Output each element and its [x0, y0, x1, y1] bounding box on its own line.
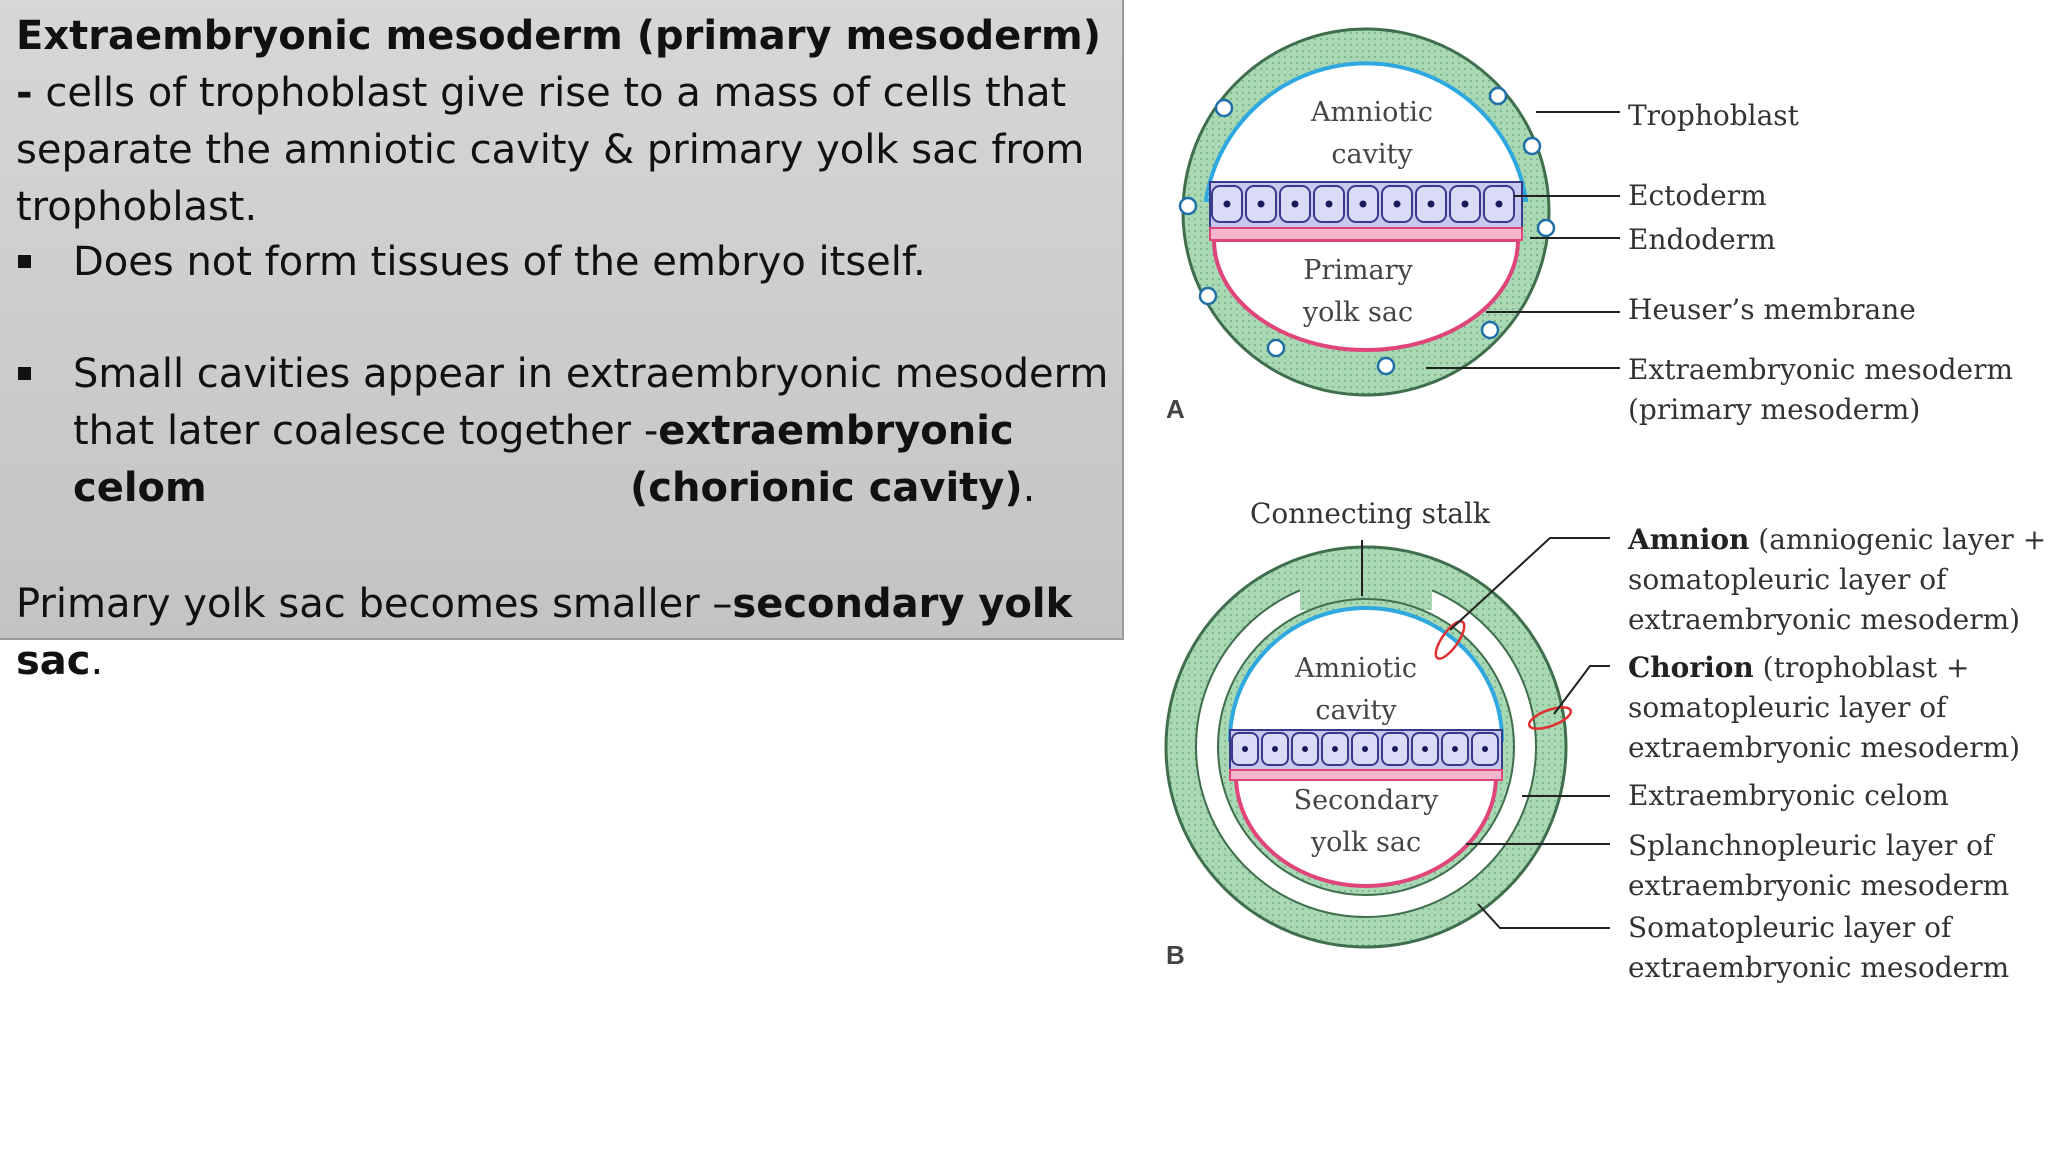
- label-ectoderm: Ectoderm: [1628, 179, 1767, 212]
- label-somatopleuric-layer: Somatopleuric layer of extraembryonic mes…: [1628, 908, 2009, 988]
- b-amnion-marker: [1434, 620, 1466, 660]
- b-amniotic-label-line2: cavity: [1315, 695, 1397, 726]
- bullet-2-line-2: that later coalesce together -extraembry…: [73, 403, 1122, 517]
- label-heusers-membrane: Heuser’s membrane: [1628, 293, 1916, 326]
- a-embryonic-disc: [1209, 181, 1523, 241]
- bullet-2-bold-term: extraembryonic celom: [73, 408, 1014, 511]
- closing-paragraph: Primary yolk sac becomes smaller –second…: [16, 576, 1122, 690]
- label-chorion-term: Chorion: [1628, 651, 1754, 684]
- label-connecting-stalk: Connecting stalk: [1250, 497, 1490, 530]
- bullet-2-bold-term-2: (chorionic cavity): [630, 465, 1023, 511]
- label-amnion-line3: extraembryonic mesoderm): [1628, 603, 2021, 636]
- bullet-marker-1: [18, 255, 31, 268]
- label-chorion-line3: extraembryonic mesoderm): [1628, 731, 2021, 764]
- a-amniotic-cavity: [1203, 61, 1529, 202]
- label-chorion-rest: (trophoblast +: [1753, 651, 1970, 684]
- label-somatopleuric-line2: extraembryonic mesoderm: [1628, 951, 2010, 984]
- label-amnion-line2: somatopleuric layer of: [1628, 563, 1947, 596]
- a-primary-yolk-sac: [1211, 238, 1521, 352]
- label-chorion-line2: somatopleuric layer of: [1628, 691, 1947, 724]
- embryo-diagram: Amniotic cavity Primary yolk sac A Trophob…: [1150, 0, 2046, 1152]
- label-extraembryonic-mesoderm: Extraembryonic mesoderm (primary mesoderm…: [1628, 350, 2013, 430]
- panel-a: [1178, 27, 1620, 397]
- b-embryonic-disc: [1229, 729, 1503, 781]
- a-leader-lines: [1426, 111, 1620, 369]
- label-splanchnopleuric-line1: Splanchnopleuric layer of: [1628, 829, 1994, 862]
- label-amnion-term: Amnion: [1628, 523, 1750, 556]
- closing-bold-term: secondary yolk sac: [16, 581, 1073, 684]
- b-chorion-marker: [1527, 706, 1573, 730]
- a-yolk-label-line1: Primary: [1303, 255, 1413, 286]
- text-panel: Extraembryonic mesoderm (primary mesoder…: [0, 0, 1124, 684]
- a-amniotic-label-line1: Amniotic: [1311, 97, 1433, 128]
- bullet-2-end: .: [1022, 465, 1036, 511]
- diagram-drawing: [1164, 27, 1620, 949]
- label-somatopleuric-line1: Somatopleuric layer of: [1628, 911, 1952, 944]
- a-yolk-label: Primary yolk sac: [1248, 250, 1468, 334]
- b-leader-lines: [1361, 537, 1610, 929]
- b-yolk-label-line2: yolk sac: [1310, 827, 1422, 858]
- b-amniotic-label-line1: Amniotic: [1295, 653, 1417, 684]
- a-yolk-label-line2: yolk sac: [1302, 297, 1414, 328]
- label-endoderm: Endoderm: [1628, 223, 1776, 256]
- panel-b: [1164, 537, 1610, 949]
- label-extraembryonic-mesoderm-line2: (primary mesoderm): [1628, 393, 1921, 426]
- label-splanchnopleuric-line2: extraembryonic mesoderm: [1628, 869, 2010, 902]
- a-amniotic-label: Amniotic cavity: [1262, 92, 1482, 176]
- intro-text: cells of trophoblast give rise to a mass…: [16, 70, 1085, 230]
- label-splanchnopleuric-layer: Splanchnopleuric layer of extraembryonic …: [1628, 826, 2009, 906]
- a-amniotic-label-line2: cavity: [1331, 139, 1413, 170]
- label-extraembryonic-mesoderm-line1: Extraembryonic mesoderm: [1628, 353, 2014, 386]
- closing-text: Primary yolk sac becomes smaller –: [16, 581, 733, 627]
- bullet-1-text: Does not form tissues of the embryo itse…: [73, 239, 926, 285]
- a-mesoderm-cavities: [1178, 86, 1556, 376]
- label-chorion: Chorion (trophoblast + somatopleuric laye…: [1628, 648, 2020, 768]
- bullet-2-line-3: (chorionic cavity).: [630, 460, 1035, 517]
- b-amniotic-cavity: [1227, 606, 1505, 742]
- bullet-2-line-1: Small cavities appear in extraembryonic …: [73, 351, 1109, 397]
- b-yolk-label: Secondary yolk sac: [1256, 780, 1476, 864]
- label-extraembryonic-celom: Extraembryonic celom: [1628, 779, 1949, 812]
- label-trophoblast: Trophoblast: [1628, 99, 1799, 132]
- panel-a-letter: A: [1166, 394, 1185, 424]
- intro-bold-term: Extraembryonic mesoderm (primary mesoder…: [16, 13, 1101, 116]
- b-amniotic-label: Amniotic cavity: [1246, 648, 1466, 732]
- bullet-2-line-2-text: that later coalesce together -: [73, 408, 659, 454]
- bullet-marker-2: [18, 367, 31, 380]
- intro-paragraph: Extraembryonic mesoderm (primary mesoder…: [16, 8, 1116, 236]
- b-yolk-label-line1: Secondary: [1293, 785, 1439, 816]
- b-secondary-yolk-sac: [1233, 774, 1499, 888]
- label-amnion: Amnion (amniogenic layer + somatopleuric …: [1628, 520, 2046, 640]
- closing-end: .: [90, 638, 104, 684]
- label-amnion-rest: (amniogenic layer +: [1749, 523, 2047, 556]
- panel-b-letter: B: [1166, 940, 1185, 970]
